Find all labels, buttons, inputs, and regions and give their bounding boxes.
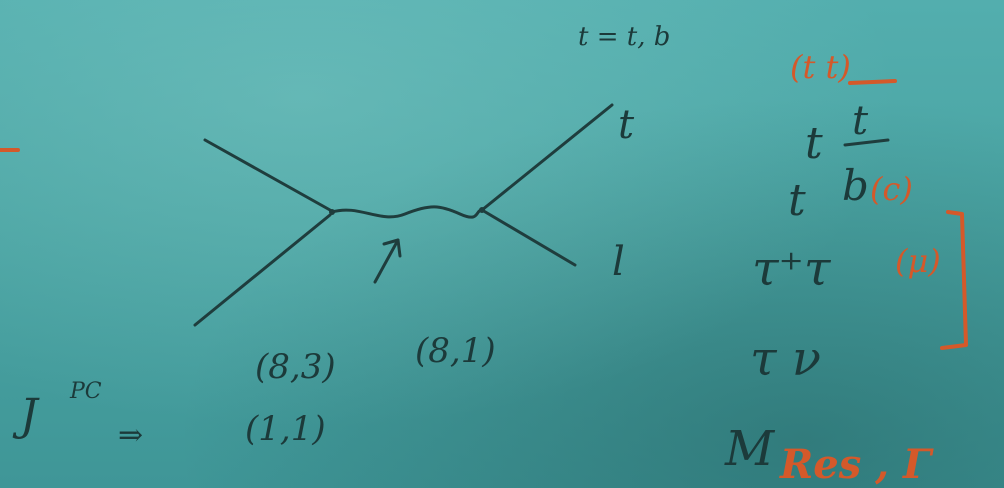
right-row-3-c: (c): [870, 170, 913, 208]
orange-bracket: [940, 210, 968, 350]
quark-label-bottom: l: [612, 239, 625, 285]
color-rep-81: (8,1): [415, 331, 496, 371]
fraction-bar: [843, 138, 890, 147]
incoming-line-top: [203, 138, 332, 212]
right-row-1: (t t): [790, 48, 851, 86]
outgoing-line-top: [480, 103, 614, 212]
right-row-6-m: M: [724, 421, 776, 477]
color-rep-83: (8,3): [255, 347, 336, 387]
right-row-3-t: t: [788, 175, 806, 226]
right-row-3-b: b: [842, 161, 869, 210]
jpc-arrow-icon: ⇒: [118, 418, 143, 453]
vertex-left: [329, 209, 335, 215]
vertex-right: [479, 207, 485, 213]
right-row-4-tautau: τ⁺τ: [752, 241, 832, 297]
propagator-wavy: [330, 205, 484, 219]
right-row-6-res: Res , Γ: [779, 441, 934, 488]
right-row-5-tau-nu: τ ν: [750, 331, 821, 387]
incoming-line-bottom: [193, 213, 332, 327]
jpc-superscript: PC: [69, 379, 102, 404]
right-row-4-mu: (μ): [895, 242, 941, 280]
right-row-2-t: t: [805, 118, 823, 169]
jpc-symbol: J: [12, 390, 40, 441]
propagator-arrow-icon: [373, 238, 402, 284]
outgoing-line-bottom: [480, 208, 577, 267]
top-note: t = t, b: [578, 22, 670, 52]
quark-label-top: t: [618, 102, 635, 148]
feynman-diagram: [193, 103, 614, 327]
color-rep-11: (1,1): [245, 409, 326, 449]
orange-overline: [848, 79, 897, 85]
right-row-2-frac: t: [852, 98, 869, 144]
